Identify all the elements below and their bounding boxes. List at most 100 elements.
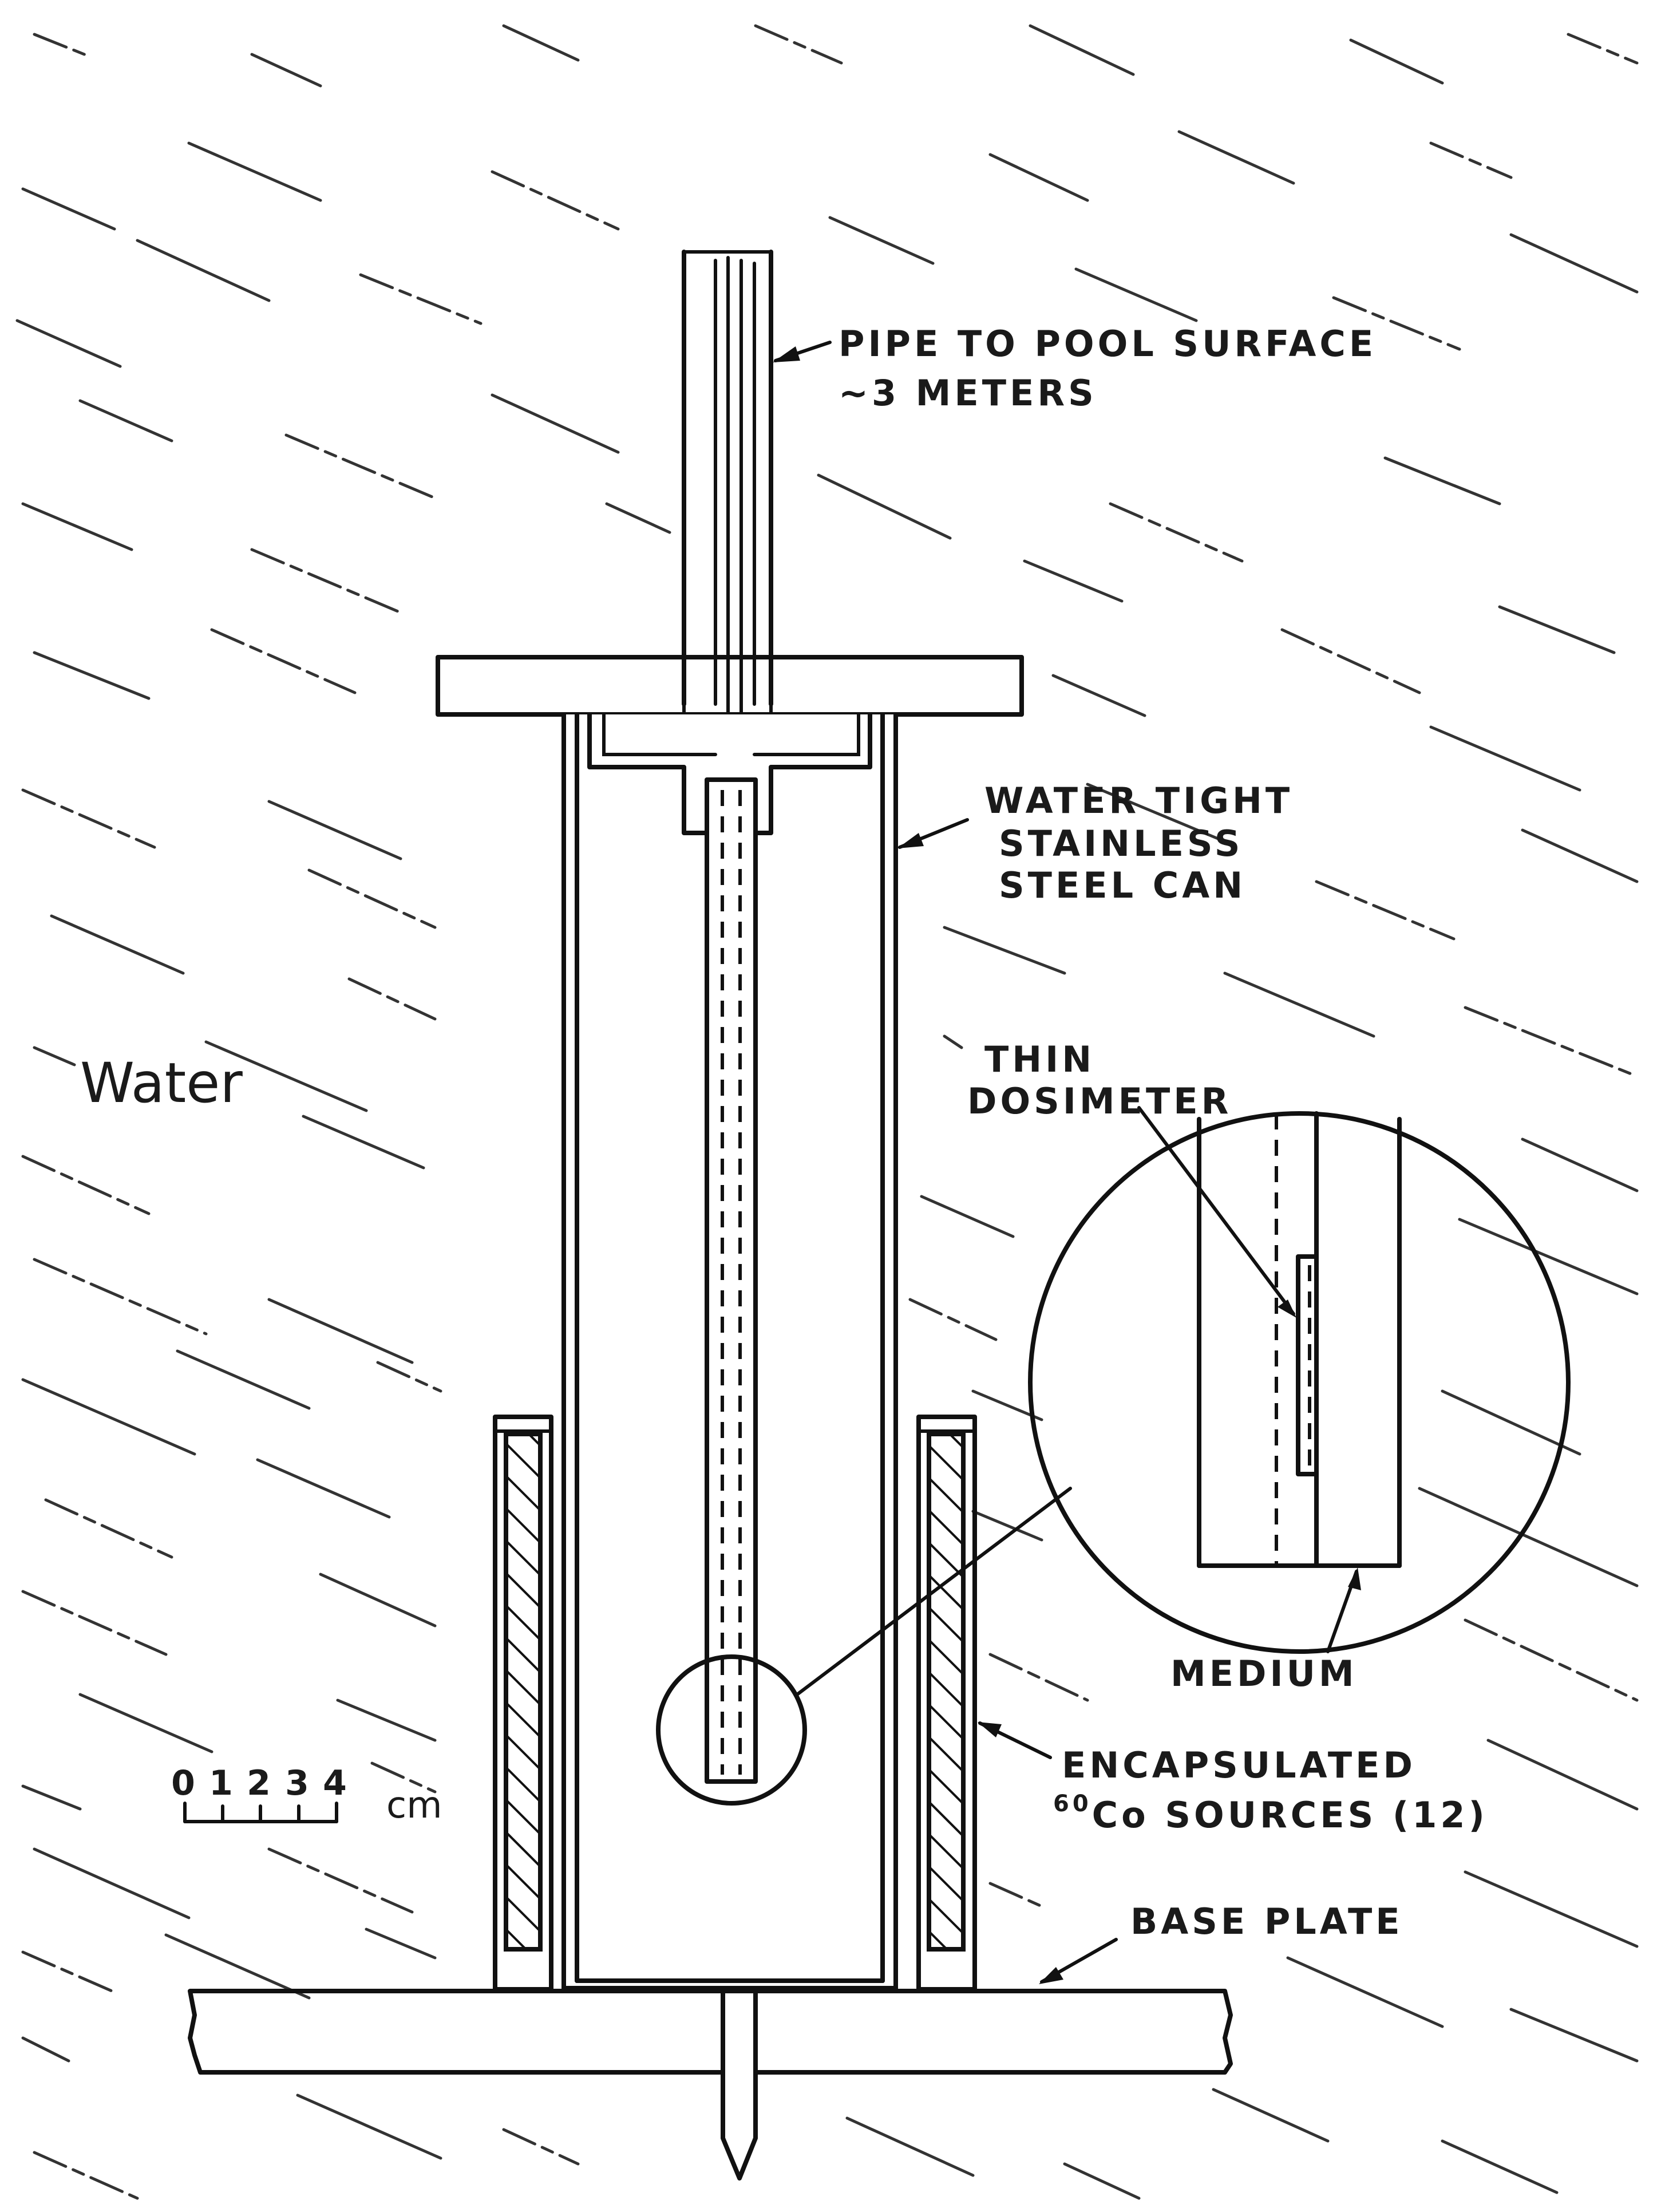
water-hatch-stroke [44,1498,173,1559]
scale-unit: cm [386,1784,442,1827]
water-hatch-stroke [365,1927,437,1960]
water-hatch-stroke [204,1040,368,1112]
water-hatch-stroke [1567,33,1639,65]
water-hatch-stroke [1498,605,1616,654]
labels: PIPE TO POOL SURFACE ~3 METERS WATER TIG… [80,323,1488,1942]
pipe-to-surface [682,250,773,780]
water-hatch-stroke [1212,2088,1330,2143]
scale-tick-3: 3 [285,1763,313,1803]
water-hatch-stroke [1023,559,1124,603]
water-hatch-stroke [1458,1218,1639,1295]
water-hatch-stroke [1332,296,1461,351]
water-hatch-stroke [502,2128,580,2166]
can-label-line2: STAINLESS [999,823,1243,864]
stainless-steel-can [561,712,898,1990]
water-hatch-stroke [267,1847,414,1914]
water-hatch-stroke [1109,502,1244,563]
water-hatch-stroke [176,1349,311,1410]
water-hatch-stroke [250,53,322,88]
water-hatch-stroke [1051,674,1146,717]
can-label-line1: WATER TIGHT [984,780,1293,821]
water-hatch-stroke [15,319,122,368]
water-hatch-stroke [943,1034,963,1049]
water-hatch-stroke [605,502,671,534]
water-hatch-stroke [1383,456,1501,505]
water-hatch-stroke [296,2094,442,2160]
water-hatch-stroke [50,914,185,975]
water-hatch-stroke [21,187,116,231]
leader-lines [773,341,1361,1984]
water-hatch-stroke [1429,725,1581,792]
water-hatch-stroke [971,1510,1043,1542]
base-plate-label: BASE PLATE [1130,1901,1403,1942]
water-hatch-stroke [1086,783,1227,843]
water-hatch-stroke [21,788,156,849]
water-hatch-stroke [1486,1739,1639,1811]
water-hatch-stroke [267,800,402,860]
water-hatch-stroke [1509,2008,1639,2063]
pipe-label-line1: PIPE TO POOL SURFACE [839,323,1377,365]
sources-label-line2: 60Co SOURCES (12) [1053,1791,1488,1836]
water-hatch-stroke [1177,130,1295,185]
water-hatch-stroke [376,1361,442,1393]
water-hatch-stroke [920,1195,1015,1238]
water-hatch-stroke [347,977,437,1021]
medium-label: MEDIUM [1170,1653,1358,1694]
water-hatch-stroke [78,399,173,443]
water-hatch-stroke [359,273,483,325]
water-label: Water [80,1051,243,1115]
water-hatch-stroke [78,1693,213,1753]
water-hatch-stroke [1315,880,1456,941]
water-hatch-stroke [1521,828,1639,883]
water-hatch-stroke [21,1784,82,1811]
water-hatch-stroke [1429,141,1513,179]
water-hatch-stroke [1509,233,1639,294]
water-hatch-stroke [33,1847,191,1919]
water-hatch-stroke [1464,1618,1639,1702]
water-hatch-stroke [319,1573,437,1628]
water-hatch-stroke [256,1458,391,1519]
water-hatch-stroke [33,1258,208,1336]
water-hatch-stroke [370,1761,437,1794]
water-hatch-stroke [1074,267,1198,322]
cobalt-source-left [493,1415,553,1992]
scale-tick-4: 4 [323,1763,350,1803]
water-hatch-stroke [988,1882,1043,1908]
water-hatch-stroke [1464,1006,1639,1078]
water-hatch-stroke [1418,1487,1639,1587]
water-hatch-stroke [21,2036,70,2063]
scale-tick-0: 0 [171,1763,199,1803]
water-hatch-stroke [943,926,1066,975]
water-hatch-stroke [1441,2139,1559,2194]
can-label-line3: STEEL CAN [999,864,1246,906]
water-hatch-stroke [336,1698,437,1742]
water-hatch-stroke [1280,628,1421,694]
dosimeter-label-line1: THIN [984,1038,1095,1080]
water-hatch-stroke [21,1590,168,1656]
water-hatch-stroke [307,868,437,929]
water-hatch-stroke [908,1298,998,1341]
water-hatch-stroke [491,170,620,231]
water-hatch-stroke [1464,1870,1639,1948]
scale-tick-1: 1 [209,1763,236,1803]
water-hatch-stroke [988,153,1089,202]
water-hatch-stroke [21,1950,116,1994]
water-hatching [15,24,1639,2200]
water-hatch-stroke [250,548,402,614]
water-hatch-stroke [21,502,133,551]
water-hatch-stroke [1349,38,1444,85]
water-hatch-stroke [267,1298,414,1364]
water-hatch-stroke [33,2151,139,2200]
water-hatch-stroke [21,1378,196,1456]
water-hatch-stroke [845,2116,975,2177]
water-hatch-stroke [302,1115,425,1170]
water-hatch-stroke [284,433,437,500]
water-hatch-stroke [1029,24,1135,76]
water-hatch-stroke [1441,1389,1581,1456]
water-hatch-stroke [187,141,322,202]
water-hatch-stroke [1286,1956,1444,2028]
water-hatch-stroke [21,1155,151,1215]
water-hatch-stroke [136,239,271,302]
scale-tick-2: 2 [247,1763,274,1803]
